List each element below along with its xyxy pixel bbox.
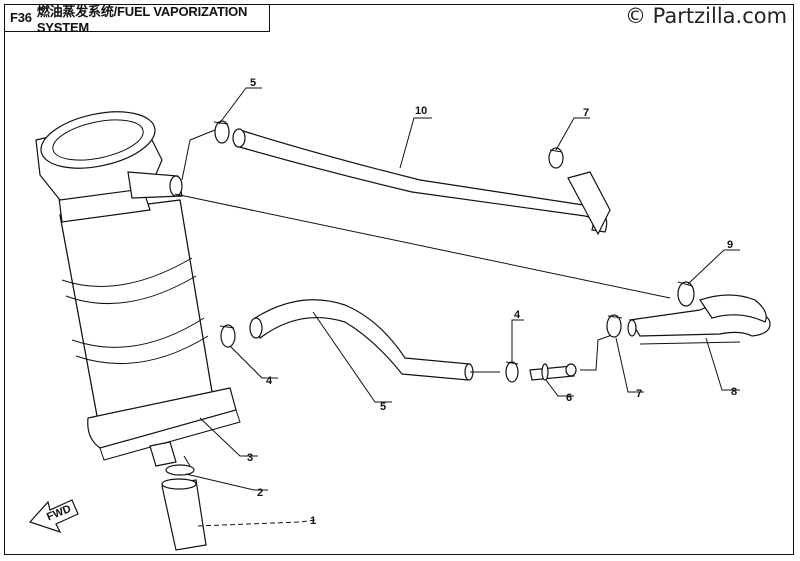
- callout-8: 8: [731, 386, 737, 398]
- charcoal-canister[interactable]: [35, 103, 241, 467]
- clamp-4-left[interactable]: [219, 324, 236, 348]
- clamp-9[interactable]: [677, 281, 695, 307]
- clamp-2[interactable]: [165, 455, 195, 476]
- callout-1: 1: [310, 515, 316, 527]
- clamp-7-upper[interactable]: [548, 147, 564, 169]
- callout-5-upper: 5: [250, 77, 256, 89]
- hose-5[interactable]: [249, 299, 474, 381]
- callout-3: 3: [247, 452, 253, 464]
- callout-7-upper: 7: [583, 107, 589, 119]
- diagram-code: F36: [10, 10, 32, 25]
- watermark: © Partzilla.com: [625, 4, 788, 28]
- hose-8[interactable]: [627, 294, 771, 337]
- clamp-4-right[interactable]: [505, 361, 519, 383]
- callout-7-lower: 7: [636, 388, 642, 400]
- diagram-frame: [4, 4, 794, 555]
- clamp-7-lower[interactable]: [606, 314, 623, 338]
- callout-5-lower: 5: [380, 401, 386, 413]
- diagram-header: F36 燃油蒸发系统/FUEL VAPORIZATION SYSTEM: [4, 3, 270, 35]
- fitting-6[interactable]: [529, 363, 577, 381]
- callout-4-left: 4: [266, 375, 273, 387]
- diagram-title: 燃油蒸发系统/FUEL VAPORIZATION SYSTEM: [36, 3, 248, 35]
- callout-6: 6: [566, 392, 572, 404]
- clamp-5-upper[interactable]: [213, 120, 230, 144]
- callout-10: 10: [415, 105, 427, 117]
- hose-1[interactable]: [161, 478, 207, 551]
- hose-10[interactable]: [232, 128, 611, 236]
- callout-4-right: 4: [514, 309, 521, 321]
- callout-2: 2: [257, 487, 263, 499]
- fwd-arrow-icon: FWD: [28, 499, 79, 534]
- callout-9: 9: [727, 239, 733, 251]
